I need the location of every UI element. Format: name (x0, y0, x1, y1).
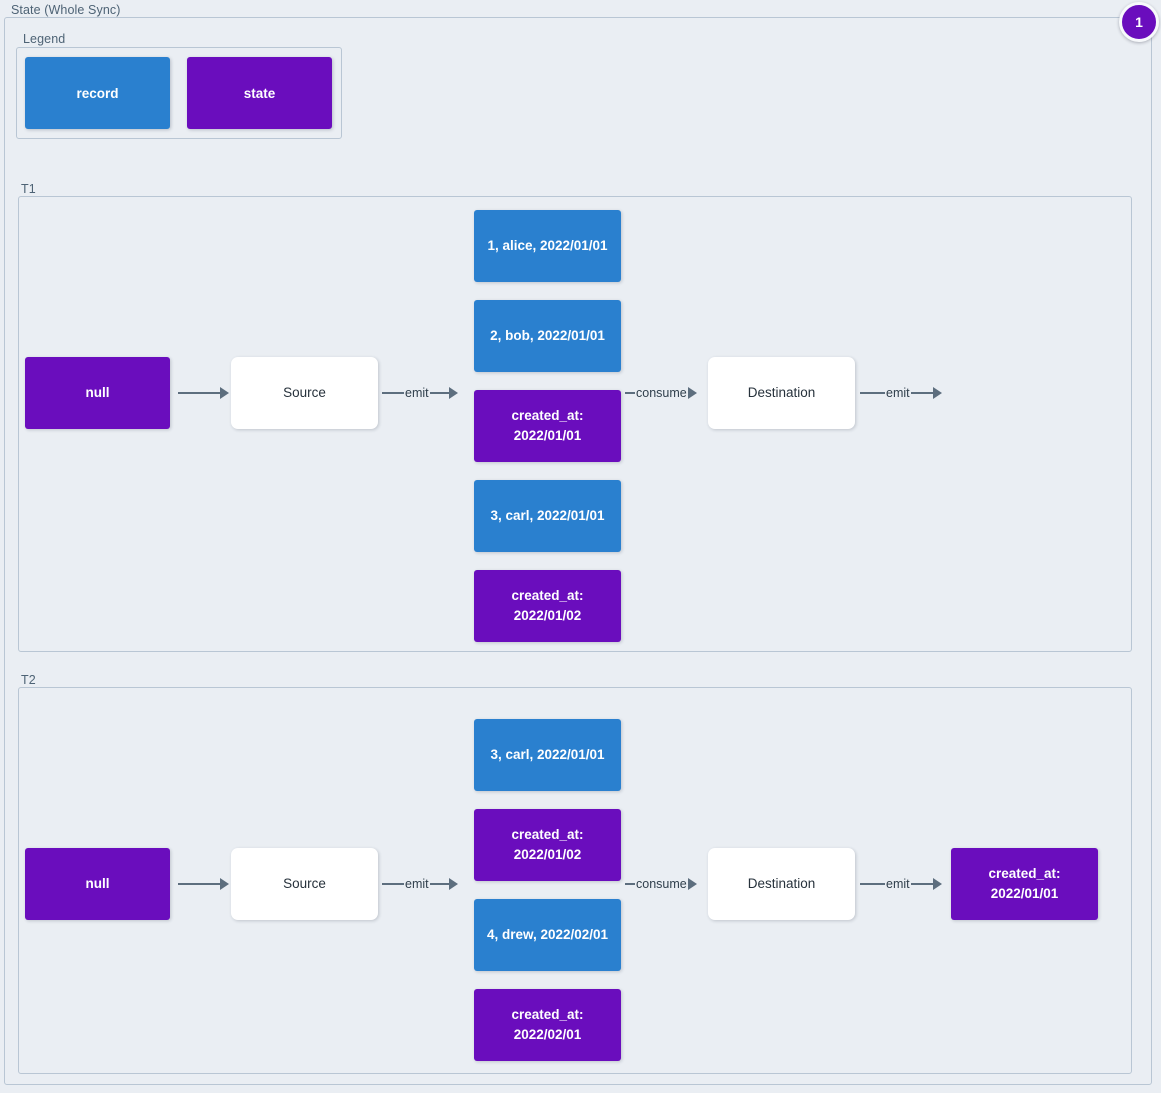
arrow-head-icon (932, 878, 942, 890)
t2-edge-consume-label: consume (636, 877, 687, 891)
t2-edge-state-to-source (178, 875, 230, 893)
t2-edge-state-to-source-line (178, 882, 220, 886)
t1-edge-dest-emit-line-2 (910, 391, 933, 395)
t1-edge-consume: consume (625, 384, 707, 402)
arrow-head-icon (220, 878, 229, 890)
t2-source-node[interactable]: Source (231, 848, 378, 920)
t1-edge-dest-emit-label: emit (886, 386, 910, 400)
t1-edge-dest-emit: emit (860, 384, 948, 402)
arrow-head-icon (220, 387, 229, 399)
t2-edge-dest-emit-line-2 (910, 882, 933, 886)
t1-edge-state-to-source (178, 384, 230, 402)
t1-edge-source-emit-line-2 (429, 391, 449, 395)
status-badge[interactable]: 1 (1119, 2, 1159, 42)
t1-message-4[interactable]: created_at: 2022/01/02 (474, 570, 621, 642)
arrow-head-icon (687, 387, 697, 399)
t1-edge-source-emit-line (382, 391, 404, 395)
t2-edge-consume: consume (625, 875, 707, 893)
t2-edge-dest-emit-line (860, 882, 885, 886)
arrow-head-icon (448, 387, 458, 399)
t1-destination-node[interactable]: Destination (708, 357, 855, 429)
t1-message-1[interactable]: 2, bob, 2022/01/01 (474, 300, 621, 372)
t2-edge-source-emit-line (382, 882, 404, 886)
t1-edge-state-to-source-line (178, 391, 220, 395)
t2-edge-consume-line (625, 882, 635, 886)
t2-edge-dest-emit: emit (860, 875, 948, 893)
t2-initial-state-node[interactable]: null (25, 848, 170, 920)
t1-message-0[interactable]: 1, alice, 2022/01/01 (474, 210, 621, 282)
t2-final-state-node[interactable]: created_at: 2022/01/01 (951, 848, 1098, 920)
t2-message-2[interactable]: 4, drew, 2022/02/01 (474, 899, 621, 971)
legend-item-record: record (25, 57, 170, 129)
arrow-head-icon (932, 387, 942, 399)
t1-edge-consume-line (625, 391, 635, 395)
t1-edge-source-emit-label: emit (405, 386, 429, 400)
t1-edge-source-emit: emit (382, 384, 472, 402)
t1-message-3[interactable]: 3, carl, 2022/01/01 (474, 480, 621, 552)
t1-message-2[interactable]: created_at: 2022/01/01 (474, 390, 621, 462)
t1-edge-dest-emit-line (860, 391, 885, 395)
t1-title: T1 (18, 182, 39, 196)
arrow-head-icon (448, 878, 458, 890)
t2-message-3[interactable]: created_at: 2022/02/01 (474, 989, 621, 1061)
arrow-head-icon (687, 878, 697, 890)
t2-edge-source-emit-label: emit (405, 877, 429, 891)
legend-title: Legend (20, 32, 69, 46)
t2-destination-node[interactable]: Destination (708, 848, 855, 920)
t2-edge-dest-emit-label: emit (886, 877, 910, 891)
t2-edge-source-emit: emit (382, 875, 472, 893)
t1-initial-state-node[interactable]: null (25, 357, 170, 429)
t1-edge-consume-label: consume (636, 386, 687, 400)
t2-message-1[interactable]: created_at: 2022/01/02 (474, 809, 621, 881)
page-title: State (Whole Sync) (8, 3, 124, 17)
legend-item-state: state (187, 57, 332, 129)
t1-source-node[interactable]: Source (231, 357, 378, 429)
t2-title: T2 (18, 673, 39, 687)
t2-edge-source-emit-line-2 (429, 882, 449, 886)
t2-message-0[interactable]: 3, carl, 2022/01/01 (474, 719, 621, 791)
